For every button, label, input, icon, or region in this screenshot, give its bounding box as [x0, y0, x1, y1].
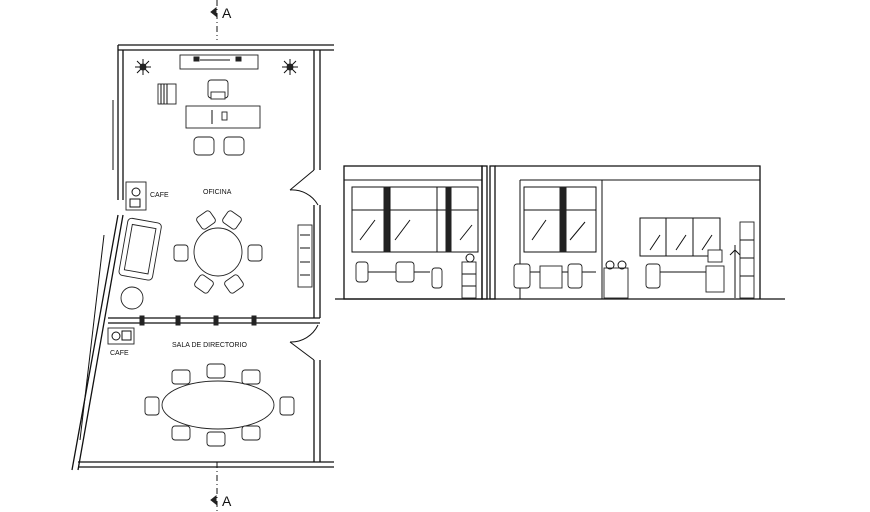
round-meeting-table: [173, 210, 263, 294]
executive-chair: [207, 79, 229, 100]
plant-left-icon: [135, 59, 151, 75]
plant-right-icon: [282, 59, 298, 75]
floor-plan: CAFE OFICINA: [71, 44, 334, 471]
exterior-wall-bottom: [78, 461, 334, 468]
room-label-office: OFICINA: [203, 189, 232, 196]
guest-chairs: [193, 136, 245, 156]
coffee-label-office: CAFE: [150, 192, 169, 199]
interior-wall-right-upper: [313, 50, 321, 170]
exterior-wall-left-upper: [117, 45, 124, 200]
credenza: [179, 54, 259, 70]
exterior-wall-left-slanted: [71, 214, 124, 471]
section-marker-bottom: A: [210, 462, 232, 512]
side-table: [120, 286, 144, 310]
bookshelf: [297, 224, 313, 288]
coffee-label-boardroom: CAFE: [110, 350, 129, 357]
conference-table: [144, 363, 295, 447]
executive-desk: [185, 105, 261, 129]
interior-wall-right-mid: [313, 205, 321, 318]
section-label-top: A: [222, 5, 232, 21]
side-cabinet: [157, 83, 177, 105]
section-elevation: [335, 165, 785, 300]
coffee-station-boardroom: [107, 327, 135, 345]
elevation-furniture-right: [513, 221, 755, 299]
room-label-boardroom: SALA DE DIRECTORIO: [172, 342, 248, 349]
elevation-furniture-left: [355, 253, 477, 299]
sofa: [118, 217, 162, 281]
section-marker-top: A: [210, 0, 232, 40]
building-right: [495, 165, 761, 299]
interior-wall-right-lower: [313, 360, 321, 462]
section-label-bottom: A: [222, 493, 232, 509]
coffee-station-office: [125, 181, 147, 211]
door-boardroom: [289, 324, 319, 361]
exterior-wall-top: [118, 44, 334, 51]
door-office: [289, 169, 319, 206]
